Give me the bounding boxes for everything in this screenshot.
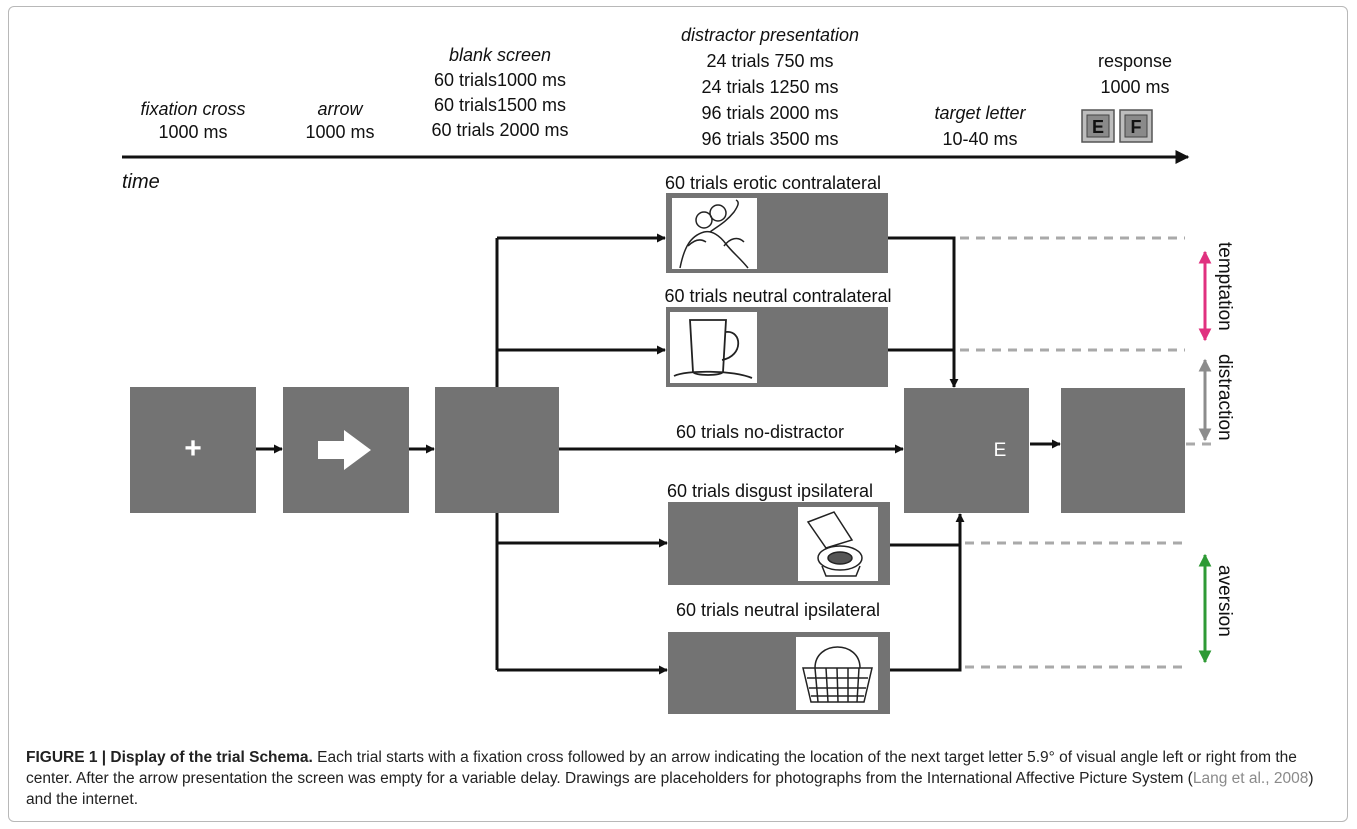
phase-line: 96 trials 2000 ms	[701, 103, 838, 123]
condition-label-neutral-contralateral: 60 trials neutral contralateral	[664, 286, 891, 306]
phase-line: 10-40 ms	[942, 129, 1017, 149]
phase-line: 96 trials 3500 ms	[701, 129, 838, 149]
phase-target: target letter 10-40 ms	[934, 103, 1026, 149]
condition-label-erotic: 60 trials erotic contralateral	[665, 173, 881, 193]
trial-schema-diagram: fixation cross 1000 ms arrow 1000 ms bla…	[122, 25, 1235, 714]
phase-line: 60 trials1500 ms	[434, 95, 566, 115]
key-f-icon: F	[1119, 109, 1153, 143]
key-label: F	[1131, 117, 1142, 137]
phase-title: distractor presentation	[681, 25, 859, 45]
target-screen: E	[904, 388, 1029, 513]
fixation-cross-icon: +	[184, 432, 202, 465]
phase-arrow: arrow 1000 ms	[305, 99, 374, 142]
phase-title: target letter	[934, 103, 1026, 123]
condition-label-neutral-ipsilateral: 60 trials neutral ipsilateral	[676, 600, 880, 620]
figure-label: FIGURE 1 | Display of the trial Schema.	[26, 749, 313, 766]
basket-icon	[802, 646, 873, 703]
distractor-screen-erotic	[666, 193, 888, 273]
arrow-distractor-to-target-bottom	[890, 513, 965, 672]
phase-title: fixation cross	[140, 99, 245, 119]
target-letter: E	[994, 440, 1007, 461]
key-label: E	[1092, 117, 1104, 137]
mug-icon	[673, 319, 753, 379]
arrow-screen	[283, 387, 409, 513]
phase-line: 1000 ms	[1100, 77, 1169, 97]
blank-screen	[435, 387, 559, 513]
phase-title: blank screen	[449, 45, 551, 65]
response-screen	[1061, 388, 1185, 513]
phase-line: response	[1098, 51, 1172, 71]
phase-line: 24 trials 1250 ms	[701, 77, 838, 97]
toilet-icon	[806, 511, 863, 577]
caption-text: Each trial starts with a fixation cross …	[26, 749, 1297, 787]
phase-blank: blank screen 60 trials1000 ms 60 trials1…	[431, 45, 568, 140]
distractor-screen-neutral-ipsilateral	[668, 632, 890, 714]
phase-response: response 1000 ms	[1098, 51, 1172, 97]
phase-line: 24 trials 750 ms	[706, 51, 833, 71]
phase-distractor: distractor presentation 24 trials 750 ms…	[681, 25, 859, 149]
distraction-label: distraction	[1214, 354, 1235, 441]
right-arrow-icon	[318, 430, 371, 470]
caption-text-end: ) and the internet.	[26, 770, 1314, 808]
phase-line: 60 trials1000 ms	[434, 70, 566, 90]
phase-line: 1000 ms	[158, 122, 227, 142]
citation-link[interactable]: Lang et al., 2008	[1192, 770, 1309, 787]
condition-label-disgust: 60 trials disgust ipsilateral	[667, 481, 873, 501]
distractor-screen-disgust	[668, 502, 890, 585]
phase-fixation: fixation cross 1000 ms	[140, 99, 245, 142]
phase-title: arrow	[317, 99, 363, 119]
aversion-label: aversion	[1214, 565, 1235, 637]
phase-line: 60 trials 2000 ms	[431, 120, 568, 140]
condition-label-no-distractor: 60 trials no-distractor	[676, 422, 844, 442]
temptation-label: temptation	[1214, 242, 1235, 331]
figure-frame	[8, 6, 1348, 822]
figure-caption: FIGURE 1 | Display of the trial Schema. …	[26, 747, 1336, 810]
phase-line: 1000 ms	[305, 122, 374, 142]
fixation-screen: +	[130, 387, 256, 513]
arrow-distractor-to-target-top	[888, 236, 959, 388]
distractor-screen-neutral-contralateral	[666, 307, 888, 387]
key-e-icon: E	[1081, 109, 1115, 143]
time-axis-label: time	[122, 171, 160, 193]
embracing-couple-icon	[679, 199, 749, 269]
